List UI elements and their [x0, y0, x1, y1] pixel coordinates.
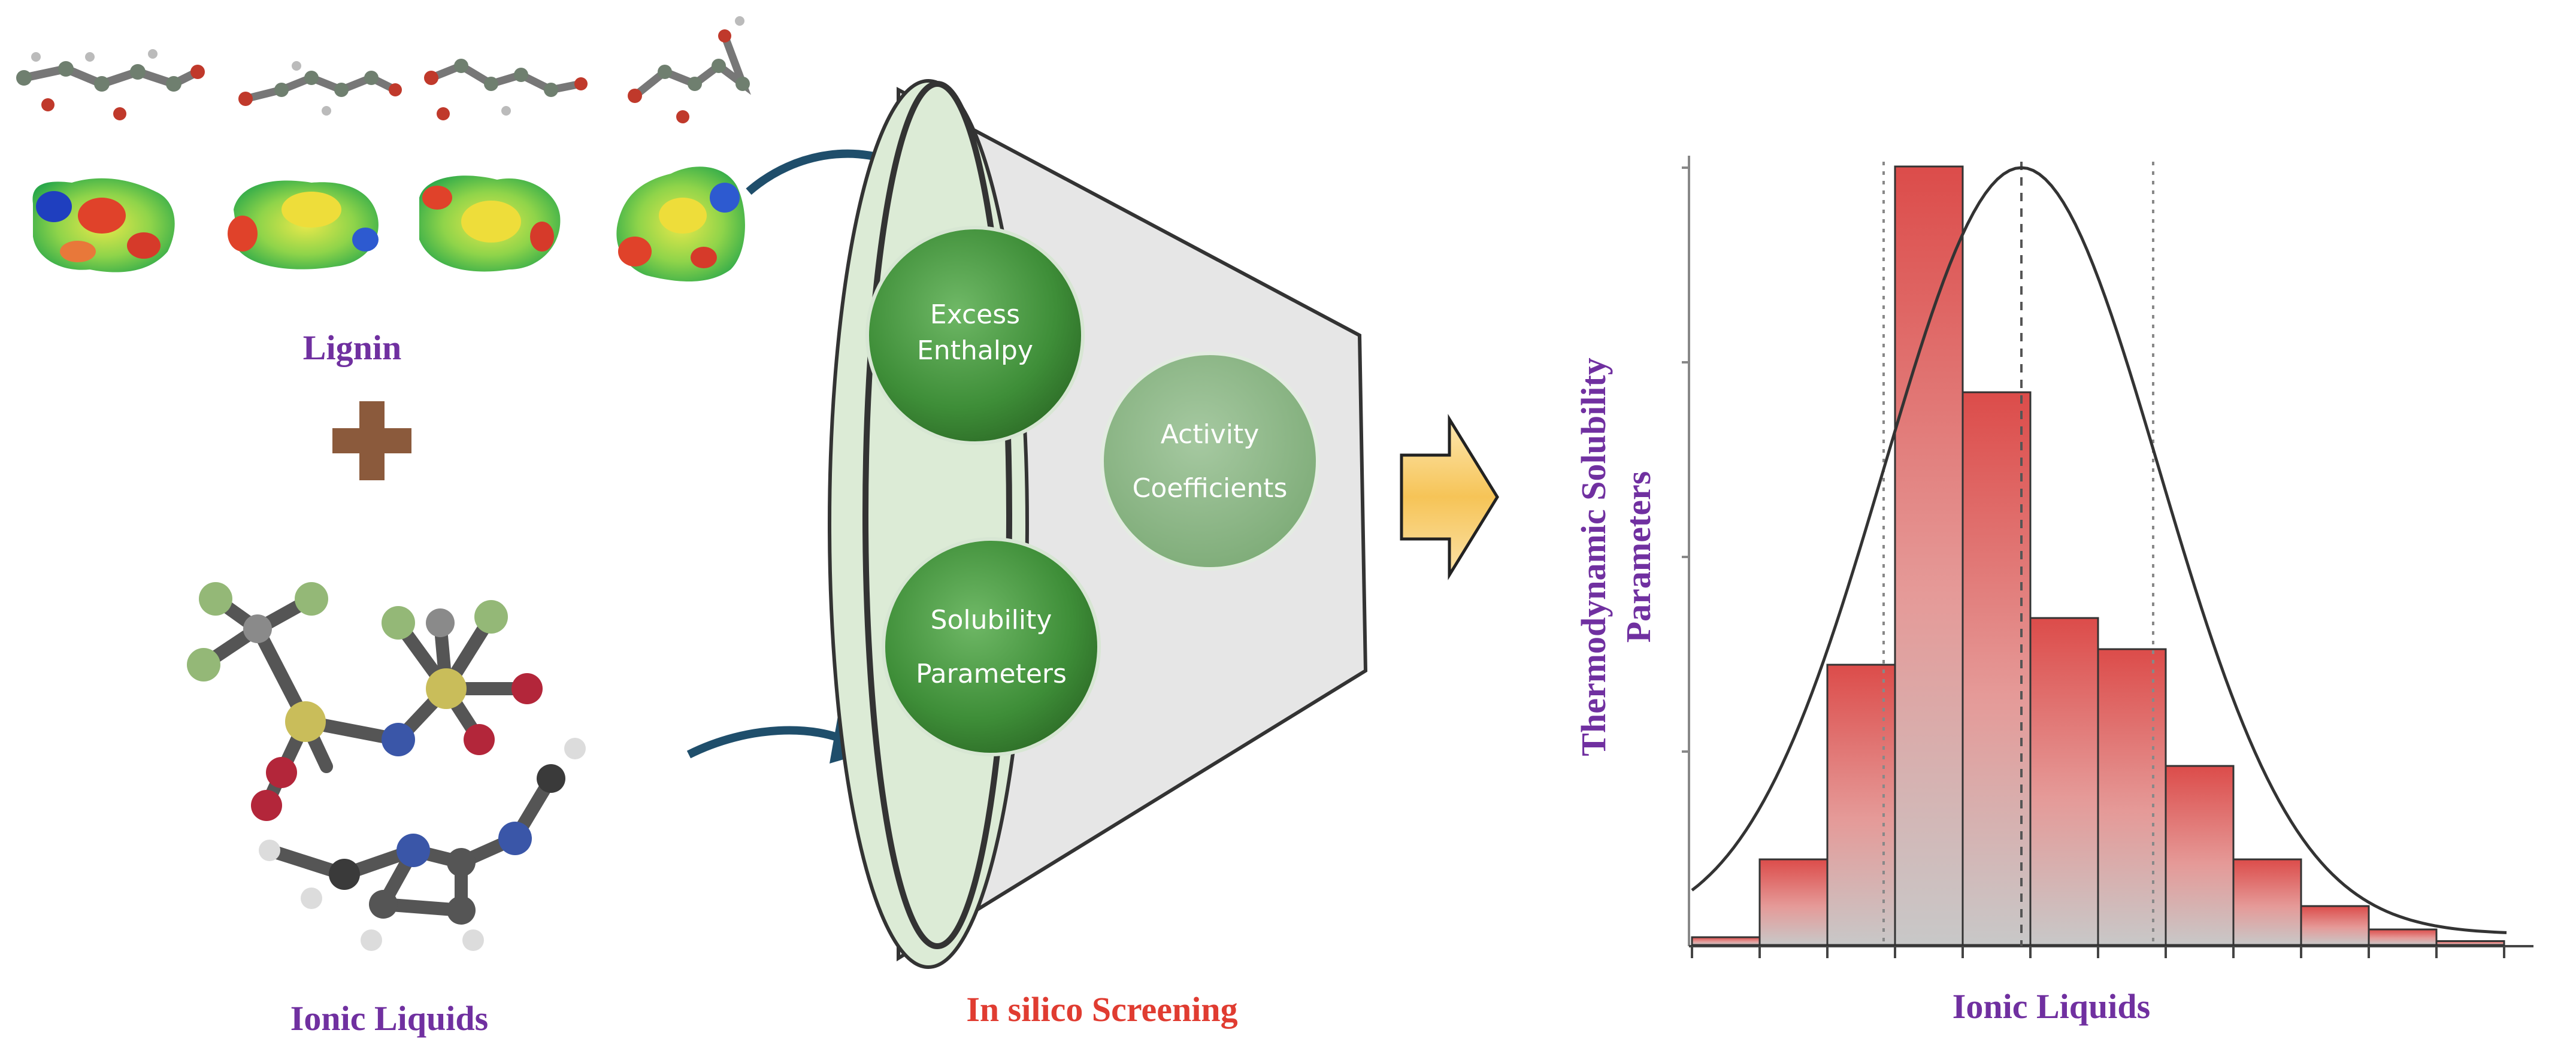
lignin-esp-map-4: [616, 166, 745, 281]
histogram-chart: Ionic Liquids Thermodynamic Solubility P…: [1574, 156, 2533, 1026]
histogram-bar: [2165, 765, 2235, 946]
ionic-liquid-molecule: [197, 592, 558, 917]
lignin-molecule-3: [424, 59, 588, 120]
circle-excess-enthalpy-line2: Enthalpy: [917, 335, 1033, 366]
histogram-bar: [2097, 648, 2167, 946]
normal-curve: [1691, 166, 2507, 934]
histogram-bar: [2232, 858, 2302, 946]
circle-activity-coefficients: Activity Coefficients: [1100, 352, 1319, 571]
lignin-esp-map-1: [32, 178, 175, 272]
circle-activity-line2: Coefficients: [1133, 473, 1288, 504]
histogram-bar: [1826, 664, 1896, 946]
histogram-bar: [1691, 936, 1761, 946]
circle-excess-enthalpy-line1: Excess: [930, 299, 1020, 330]
plus-sign: [332, 401, 411, 480]
histogram-bar: [1758, 858, 1829, 946]
lignin-esp-map-2: [228, 180, 379, 269]
y-axis-ticks: [1682, 166, 1689, 753]
ionic-liquid-atoms: [187, 582, 586, 951]
circle-solubility-parameters: Solubility Parameters: [882, 537, 1101, 756]
histogram-bar: [2300, 905, 2370, 946]
y-axis-label-line1: Thermodynamic Solubility: [1574, 358, 1613, 756]
x-axis-ticks: [1691, 946, 2505, 958]
histogram-bar: [2368, 928, 2438, 946]
circle-solubility-line1: Solubility: [931, 605, 1052, 635]
arrow-ionic-to-funnel: [686, 726, 853, 759]
lignin-label: Lignin: [303, 328, 401, 367]
histogram-bar: [2435, 940, 2505, 946]
histogram-bar: [1894, 165, 1964, 946]
ionic-liquids-label: Ionic Liquids: [290, 999, 488, 1038]
lignin-molecule-2: [238, 61, 402, 116]
lignin-esp-map-3: [419, 175, 561, 272]
histogram-bars: [1691, 165, 2505, 946]
circle-solubility-line2: Parameters: [916, 659, 1067, 689]
screening-label: In silico Screening: [966, 990, 1237, 1029]
lignin-molecule-4: [628, 16, 751, 123]
circle-activity-line1: Activity: [1161, 419, 1260, 450]
x-axis-label: Ionic Liquids: [1953, 987, 2150, 1026]
histogram-bar: [1961, 391, 2032, 946]
circle-excess-enthalpy: Excess Enthalpy: [865, 226, 1085, 445]
lignin-panel: Lignin: [16, 16, 751, 367]
lignin-molecule-1: [16, 49, 205, 120]
histogram-bar: [2029, 617, 2099, 946]
block-arrow-output: [1400, 414, 1499, 580]
y-axis-label-line2: Parameters: [1619, 471, 1658, 643]
